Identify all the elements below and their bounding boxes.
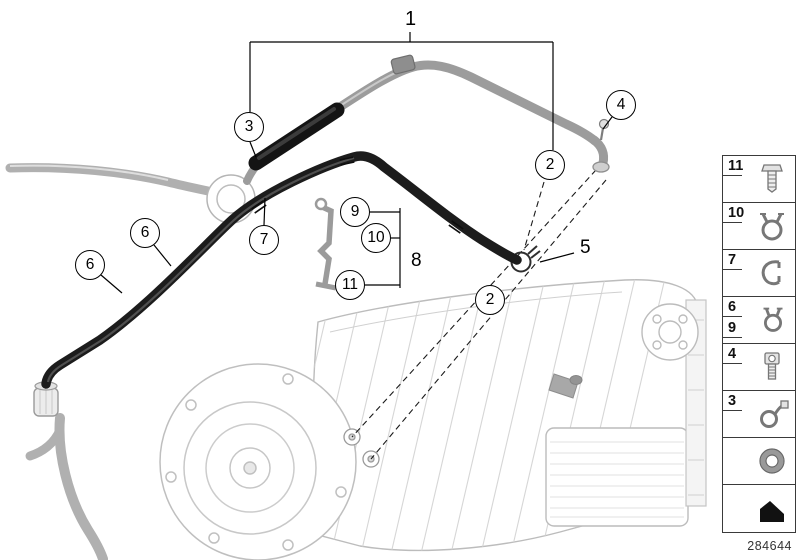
legend-row-o-ring[interactable] [723,438,795,485]
callout-circle-6-upper[interactable]: 6 [130,218,160,248]
legend-number: 7 [722,252,743,270]
legend-row-11[interactable]: 11 [722,156,795,203]
callout-label-5[interactable]: 5 [578,237,593,259]
legend-number: 6 [722,299,743,317]
callout-circle-11[interactable]: 11 [335,270,365,300]
o-ring-icon [759,448,785,474]
legend-row-7[interactable]: 7 [722,250,795,297]
retaining-clip-icon [761,260,781,286]
callout-label-8[interactable]: 8 [409,250,424,272]
legend-number: 11 [722,158,744,176]
legend-row-4[interactable]: 4 [722,344,795,391]
socket-bolt-icon [764,352,780,380]
legend-row-10[interactable]: 10 [722,203,795,250]
legend-number: 3 [722,393,743,411]
legend-row-direction[interactable] [723,485,795,532]
legend-number: 10 [722,205,745,223]
callout-circle-6-lower[interactable]: 6 [75,250,105,280]
callout-circle-4[interactable]: 4 [606,90,636,120]
callout-circle-10[interactable]: 10 [361,223,391,253]
hex-screw-icon [761,164,783,193]
callout-circle-7[interactable]: 7 [249,225,279,255]
callout-circle-3[interactable]: 3 [234,112,264,142]
direction-arrow-icon [760,500,784,522]
hose-clamp-icon [760,213,784,241]
callout-circle-2-upper[interactable]: 2 [535,150,565,180]
legend-number: 9 [722,320,743,338]
callout-label-1[interactable]: 1 [403,8,419,31]
legend-row-6-9[interactable]: 6 9 [722,297,795,344]
holder-ring-icon [760,400,789,428]
spring-clamp-icon [763,307,783,332]
legend-number: 4 [722,346,743,364]
callout-circle-2-lower[interactable]: 2 [475,285,505,315]
diagram-number: 284644 [747,539,792,553]
callout-circle-9[interactable]: 9 [340,197,370,227]
parts-legend: 11 10 7 [722,155,796,533]
legend-row-3[interactable]: 3 [722,391,795,438]
